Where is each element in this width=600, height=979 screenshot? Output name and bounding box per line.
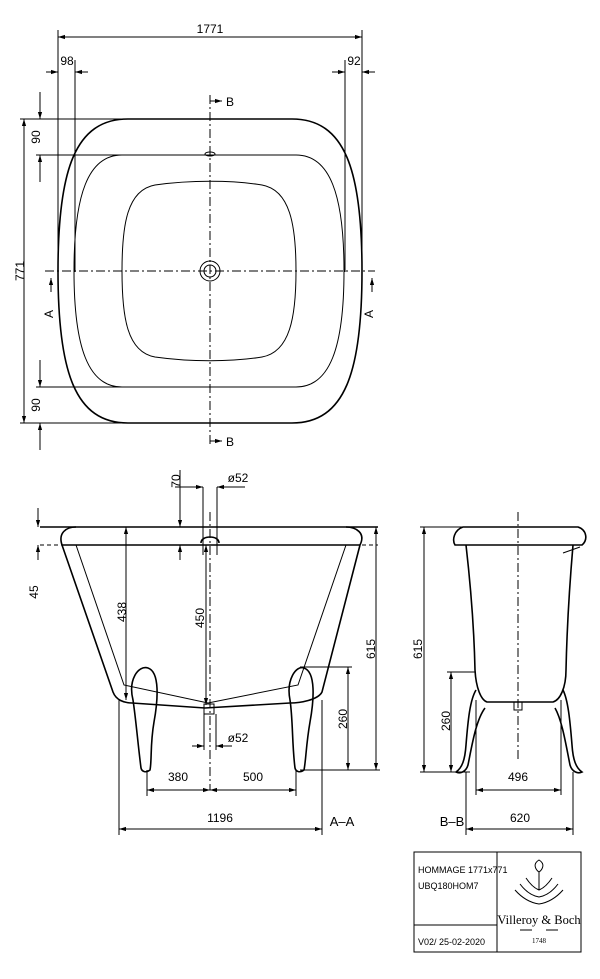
villeroy-boch-fountain-logo-icon <box>514 859 564 905</box>
dim-overall-length: 1771 <box>197 22 224 36</box>
dim-70: 70 <box>169 474 183 488</box>
product-code: UBQ180HOM7 <box>418 881 479 891</box>
dim-drain-diameter-bottom: ø52 <box>228 731 249 745</box>
dim-foot-right: 500 <box>243 770 263 784</box>
section-a-left: A <box>42 310 56 318</box>
dim-overall-width: 771 <box>13 261 27 281</box>
section-b-b: 615 260 496 620 B–B <box>411 512 587 835</box>
dim-foot-span: 1196 <box>207 811 233 825</box>
tub-body-profile <box>61 544 361 709</box>
top-view: B B A A 1771 98 92 771 90 <box>13 22 376 450</box>
dim-end-foot-outer: 620 <box>510 811 530 825</box>
right-foot <box>288 666 314 773</box>
dim-depth-438: 438 <box>115 602 129 622</box>
right-end-foot <box>554 689 584 774</box>
dim-left-rim: 98 <box>60 54 74 68</box>
section-b-bottom: B <box>226 435 234 449</box>
dim-bottom-rim: 90 <box>29 398 43 412</box>
dim-total-height: 615 <box>364 639 378 659</box>
tub-body-end-profile <box>465 544 574 703</box>
section-a-a: 70 ø52 45 438 450 615 260 ø52 <box>27 470 380 835</box>
dim-end-foot-height: 260 <box>439 711 453 731</box>
title-block: HOMMAGE 1771x771 UBQ180HOM7 V02/ 25-02-2… <box>413 851 582 953</box>
tub-outline-outer <box>57 118 363 424</box>
dim-end-total-height: 615 <box>411 639 425 659</box>
dim-drain-diameter-top: ø52 <box>228 471 249 485</box>
left-end-foot <box>454 689 486 774</box>
version-date: V02/ 25-02-2020 <box>418 937 485 947</box>
brand-name: Villeroy & Boch <box>497 913 581 927</box>
dim-foot-height: 260 <box>336 709 350 729</box>
dim-rim-thickness: 45 <box>27 585 41 599</box>
section-b-b-label: B–B <box>440 814 465 829</box>
dim-right-rim: 92 <box>347 54 361 68</box>
basin-outline <box>121 180 297 362</box>
dim-end-foot-inner: 496 <box>508 770 528 784</box>
dim-foot-left: 380 <box>168 770 188 784</box>
model-name: HOMMAGE 1771x771 <box>418 865 508 875</box>
section-b-top: B <box>226 95 234 109</box>
dim-top-rim: 90 <box>29 130 43 144</box>
section-a-a-label: A–A <box>330 814 355 829</box>
section-a-right: A <box>362 310 376 318</box>
brand-year: 1748 <box>532 937 547 945</box>
tub-outline-inner <box>73 154 345 388</box>
dim-depth-450: 450 <box>193 608 207 628</box>
left-foot <box>130 666 158 773</box>
